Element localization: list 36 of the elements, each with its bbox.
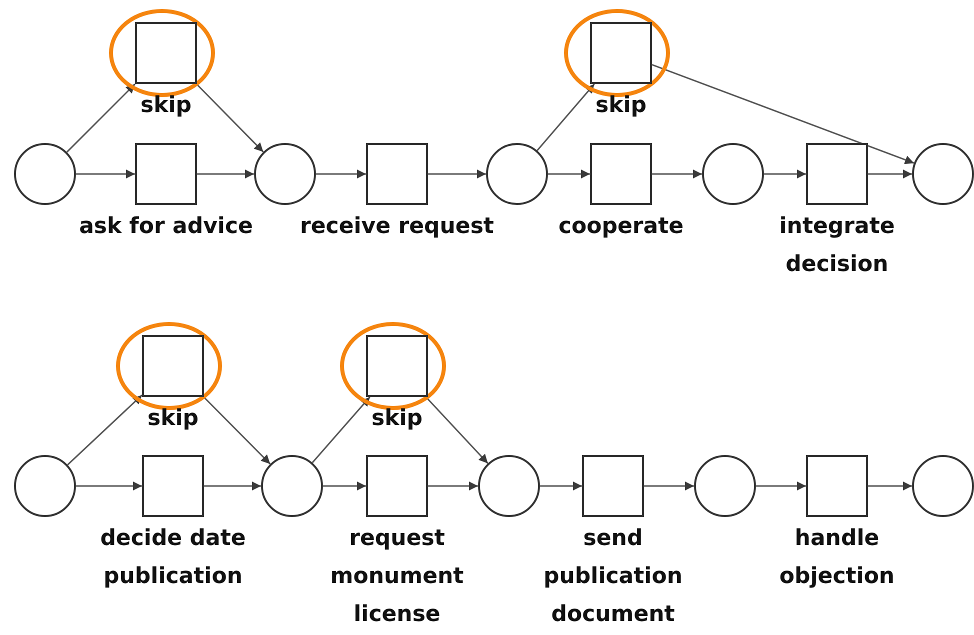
arc-arrow bbox=[644, 482, 694, 490]
arc-arrow bbox=[312, 396, 370, 464]
arc-arrow bbox=[76, 482, 142, 490]
transition-label: decide date publication bbox=[99, 525, 247, 591]
transition-label: skip bbox=[147, 405, 198, 433]
arc-arrow bbox=[652, 64, 914, 164]
transition-label: handle objection bbox=[778, 525, 896, 591]
arc-arrow bbox=[764, 170, 806, 178]
arc-arrow bbox=[428, 482, 478, 490]
arc-arrow bbox=[66, 83, 136, 153]
arc-arrow bbox=[428, 170, 486, 178]
arc-arrow bbox=[536, 84, 595, 151]
transition-label: request monument license bbox=[329, 525, 465, 629]
transition-label: integrate decision bbox=[778, 213, 896, 279]
arc-arrow bbox=[196, 83, 264, 152]
arc-arrow bbox=[67, 394, 143, 466]
arc-arrow bbox=[425, 396, 488, 464]
arc-arrow bbox=[540, 482, 582, 490]
arc-arrow bbox=[756, 482, 806, 490]
transition-label: ask for advice bbox=[79, 213, 253, 241]
transition-label: send publication document bbox=[542, 525, 684, 629]
arc-arrow bbox=[323, 482, 366, 490]
arc-arrow bbox=[76, 170, 135, 178]
arc-arrow bbox=[197, 170, 254, 178]
transition-label: receive request bbox=[300, 213, 494, 241]
transition-label: skip bbox=[140, 92, 192, 120]
arc-arrow bbox=[652, 170, 702, 178]
arc-arrow bbox=[204, 482, 261, 490]
arc-arrow bbox=[548, 170, 590, 178]
arc-arrow bbox=[316, 170, 366, 178]
transition-label: skip bbox=[371, 405, 422, 433]
arc-arrow bbox=[203, 396, 271, 465]
arc-arrow bbox=[868, 170, 912, 178]
transition-label: skip bbox=[595, 92, 646, 120]
transition-label: cooperate bbox=[558, 213, 684, 241]
arc-arrow bbox=[868, 482, 912, 490]
